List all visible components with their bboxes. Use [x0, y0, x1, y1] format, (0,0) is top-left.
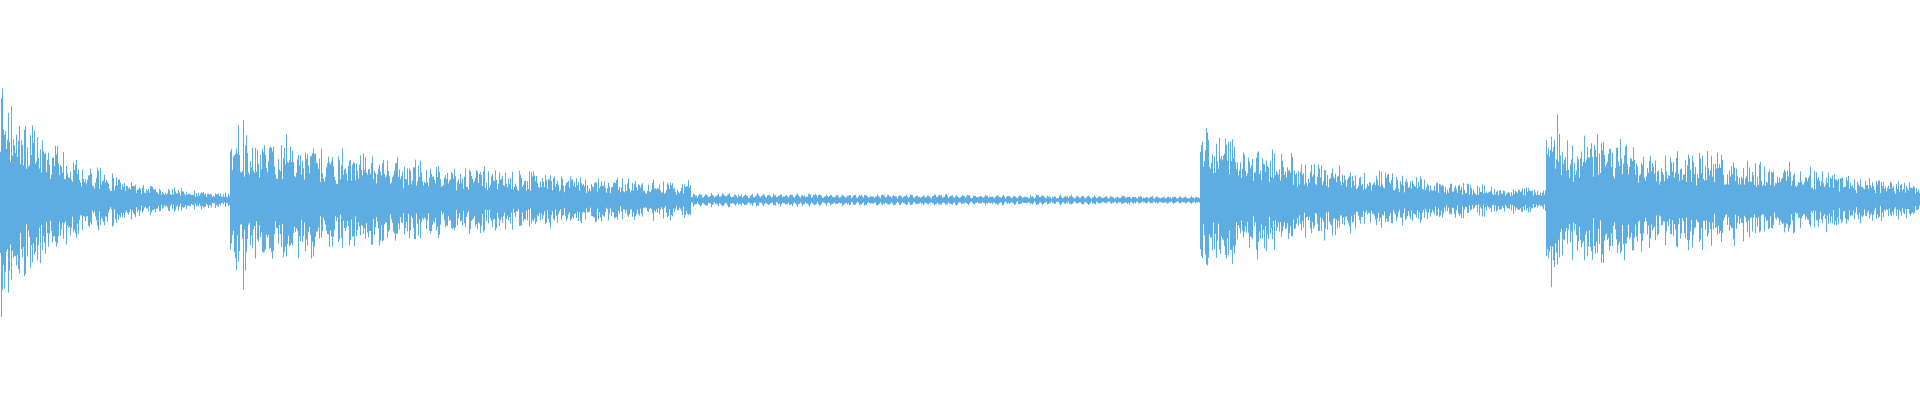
waveform-bars [0, 88, 1920, 317]
